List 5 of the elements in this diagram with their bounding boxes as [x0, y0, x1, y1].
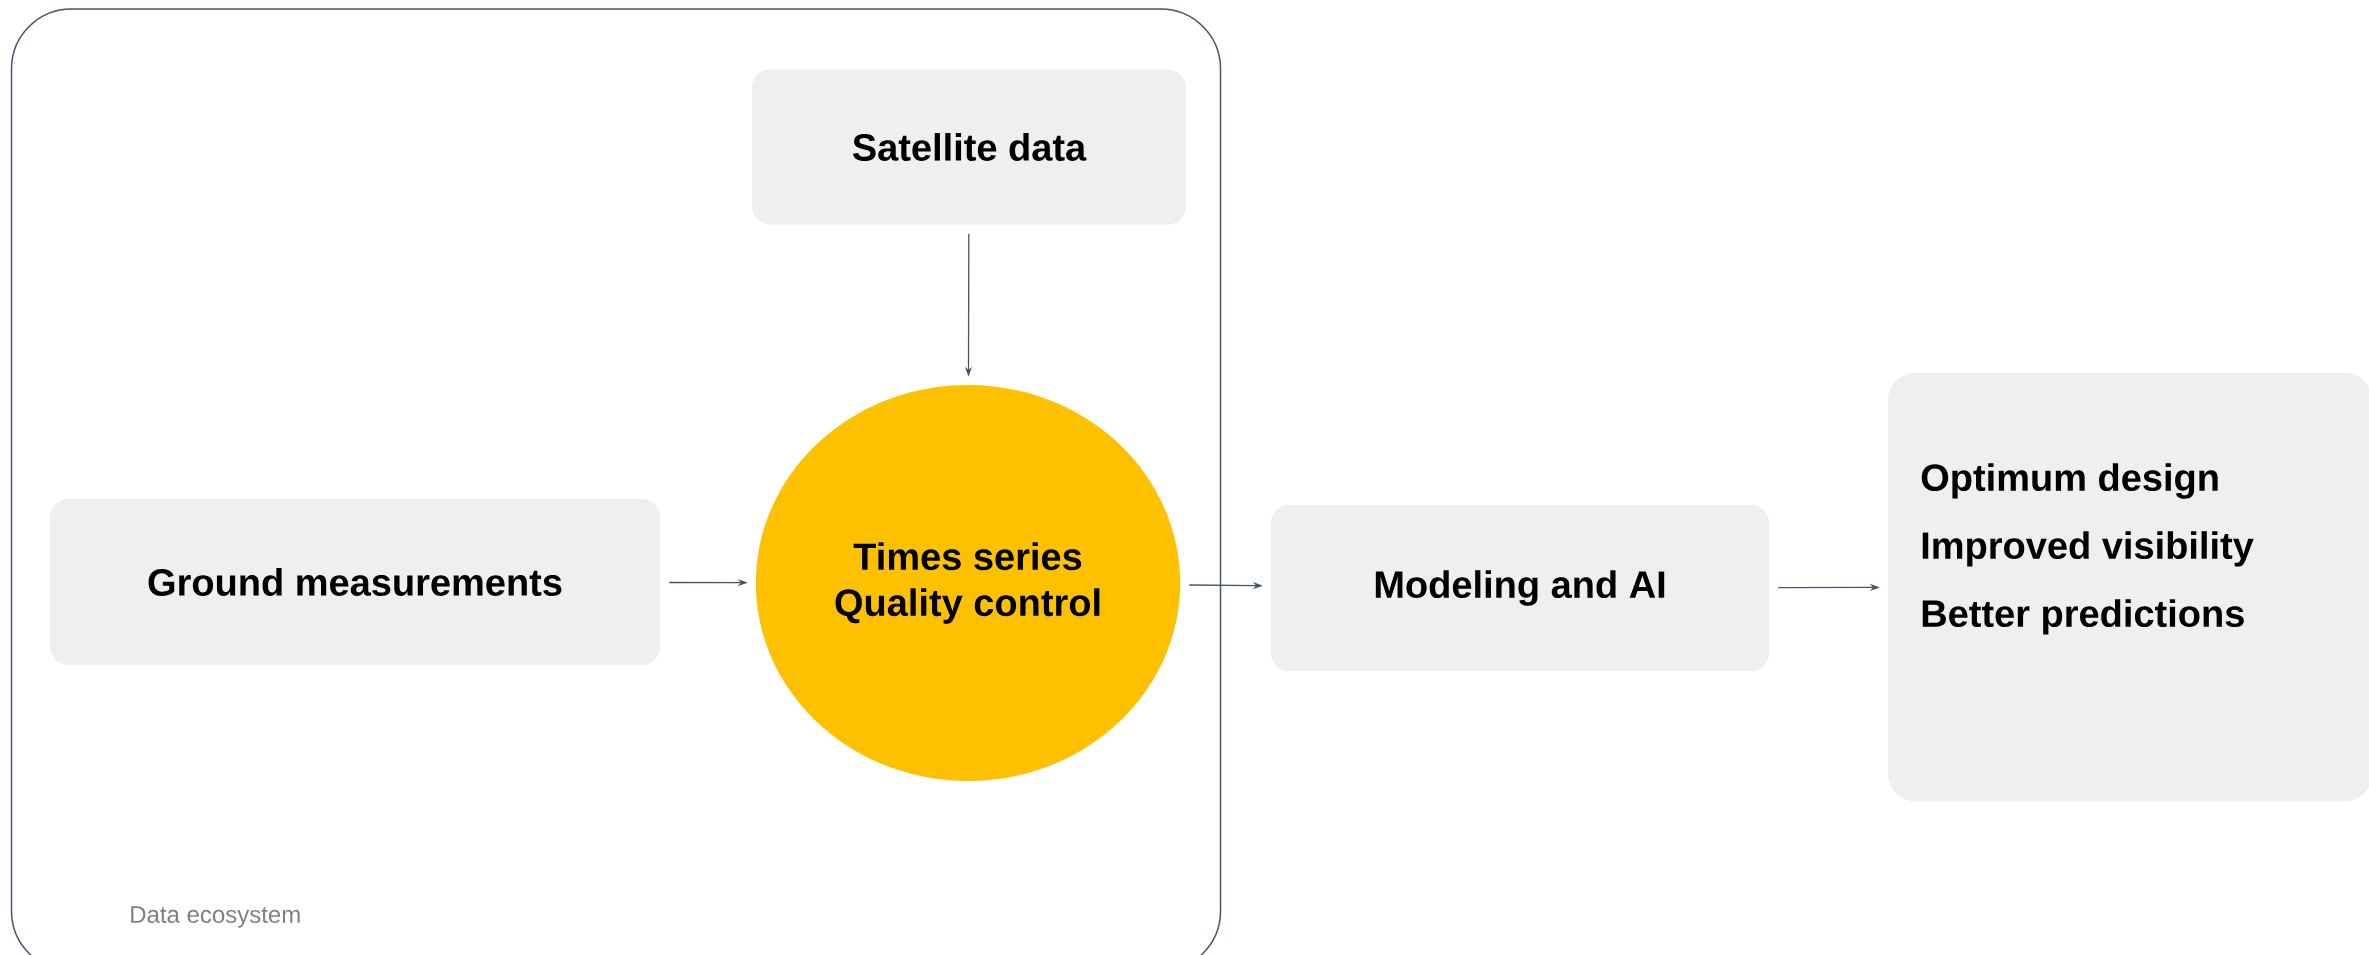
- process-box: Ground measurements: [50, 499, 660, 665]
- process-box: Satellite data: [752, 69, 1186, 225]
- result-box: Optimum design Improved visibility Better predictions: [1888, 372, 2369, 802]
- process-box: Modeling and AI: [1271, 505, 1769, 671]
- frame-label: Data ecosystem: [131, 906, 300, 928]
